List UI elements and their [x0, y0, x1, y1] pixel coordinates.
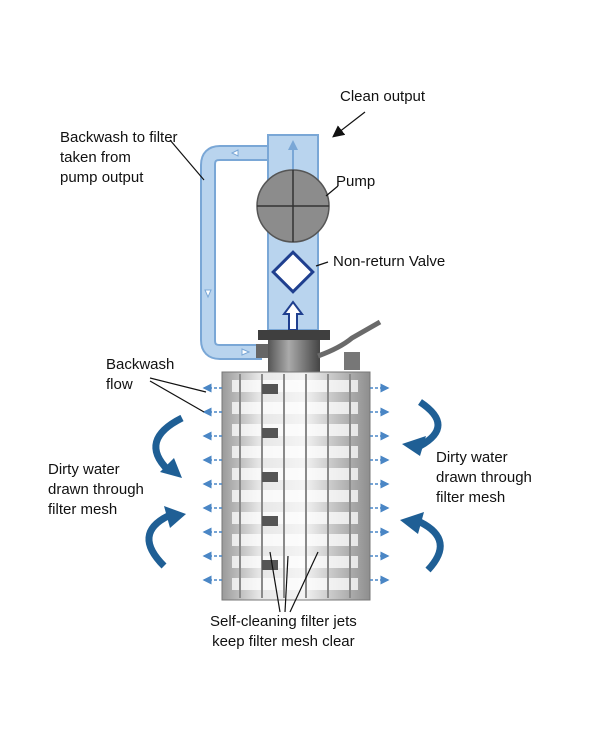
pump-label: Pump: [336, 173, 376, 190]
filter-head: [256, 319, 382, 374]
backwash-pipe-inner: [202, 147, 268, 358]
backwash-flow-arrows: [204, 149, 251, 356]
non-return-valve: [271, 250, 315, 294]
pump: [256, 169, 330, 243]
filter-cylinder: [221, 371, 371, 601]
jet-arrows-right: [370, 383, 390, 585]
backwash-to-filter-label: Backwash to filter taken from pump outpu…: [60, 129, 178, 186]
dirty-water-left-label: Dirty water drawn through filter mesh: [48, 461, 144, 518]
backwash-pipe: [200, 145, 268, 360]
filter-jets-label: Self-cleaning filter jets keep filter me…: [210, 613, 357, 650]
up-arrow-top: [288, 140, 298, 170]
up-arrow-valve: [282, 300, 304, 331]
jet-arrows-left: [202, 383, 222, 585]
clean-output-label: Clean output: [340, 88, 426, 105]
non-return-valve-label: Non-return Valve: [333, 253, 446, 270]
curved-arrow-right-lower: [400, 512, 444, 573]
curved-arrow-right-upper: [402, 399, 442, 456]
leader-lines: [149, 111, 366, 613]
curved-arrow-left-lower: [145, 506, 186, 569]
dirty-water-right-label: Dirty water drawn through filter mesh: [436, 449, 532, 506]
curved-arrow-left-upper: [152, 414, 184, 478]
backwash-flow-label: Backwash flow: [106, 356, 175, 393]
